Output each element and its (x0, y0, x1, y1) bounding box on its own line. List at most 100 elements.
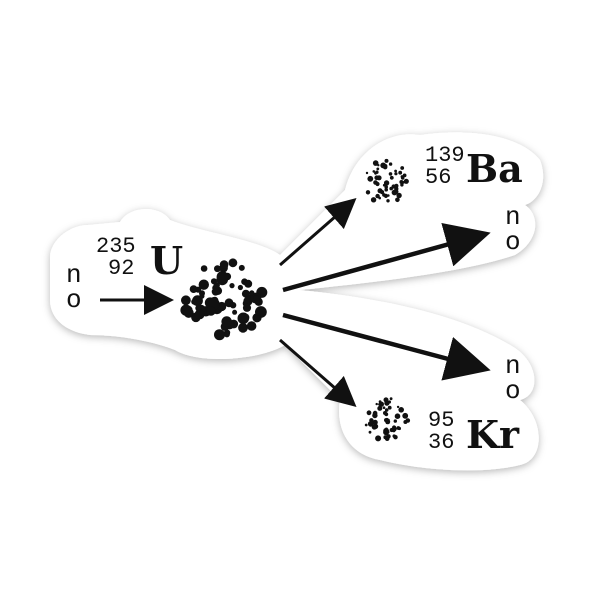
outgoing-neutron-1-o: o (505, 227, 521, 257)
nucleon-dot (400, 166, 405, 170)
nucleon-dot (372, 412, 378, 419)
nucleon-dot (394, 188, 397, 192)
nucleon-dot (370, 197, 377, 203)
nucleon-dot (241, 289, 250, 298)
nucleon-dot (194, 309, 205, 320)
nucleon-dot (393, 419, 397, 423)
nucleon-dot (384, 187, 389, 192)
nucleon-dot (255, 306, 267, 318)
nucleon-dot (382, 193, 386, 197)
nucleon-dot (398, 170, 403, 175)
nucleon-dot (387, 405, 392, 410)
nucleon-dot (383, 429, 389, 436)
nucleon-dot (232, 309, 238, 315)
nucleon-dot (214, 329, 225, 341)
nucleon-dot (378, 196, 382, 200)
outgoing-neutron-2-n: n (505, 351, 521, 381)
outgoing-neutron-1-n: n (505, 202, 521, 232)
nucleon-dot (365, 171, 369, 175)
nucleon-dot (229, 283, 235, 289)
nucleon-dot (384, 185, 389, 189)
nucleon-dot (241, 313, 250, 322)
nucleon-dot (389, 427, 394, 433)
nucleon-dot (216, 271, 229, 283)
nucleon-dot (221, 316, 232, 327)
nucleon-dot (249, 290, 255, 296)
barium-atomic-number: 56 (425, 165, 452, 190)
nucleon-dot (405, 418, 411, 423)
nucleon-dot (387, 194, 390, 197)
incoming-neutron-o: o (66, 285, 82, 315)
nucleon-dot (377, 164, 380, 167)
barium-nucleus (365, 158, 409, 203)
nucleon-dot (396, 192, 402, 199)
nucleon-dot (253, 295, 260, 302)
nucleon-dot (244, 279, 253, 288)
nucleon-dot (371, 424, 377, 430)
nucleon-dot (394, 172, 398, 176)
arrow-to-barium (279, 198, 357, 267)
nucleon-dot (368, 430, 372, 434)
krypton-nucleus (364, 397, 411, 442)
nucleon-dot (254, 315, 262, 322)
arrow-to-neutron-2 (282, 312, 491, 381)
nucleon-dot (366, 410, 372, 416)
nucleon-dot (389, 175, 394, 180)
nucleon-dot (400, 183, 404, 187)
uranium-atomic-number: 92 (108, 256, 135, 281)
nucleon-dot (238, 322, 248, 333)
nucleon-dot (403, 178, 409, 184)
nucleon-dot (383, 163, 388, 169)
nucleon-dot (389, 397, 393, 401)
nucleon-dot (383, 180, 390, 186)
barium-symbol: Ba (466, 146, 523, 191)
nucleon-dot (365, 190, 371, 195)
nucleon-dot (229, 302, 237, 309)
nucleon-dot (388, 162, 393, 166)
nucleon-dot (364, 423, 368, 427)
nucleon-dot (369, 420, 374, 425)
barium-mass-number: 139 (425, 143, 465, 168)
nucleon-dot (243, 296, 253, 306)
nucleon-dot (213, 282, 220, 289)
uranium-symbol: U (150, 238, 184, 283)
arrow-to-neutron-1 (282, 222, 491, 293)
nucleon-dot (398, 407, 405, 413)
nucleon-dot (394, 169, 397, 173)
outgoing-neutron-2-o: o (505, 376, 521, 406)
nucleon-dot (219, 260, 229, 269)
nucleon-dot (386, 434, 391, 439)
nucleon-dot (372, 170, 376, 173)
nucleon-dot (223, 331, 230, 338)
nucleon-dot (211, 287, 220, 296)
nucleon-dot (189, 285, 198, 293)
nucleon-dot (404, 414, 408, 418)
nucleon-dot (200, 265, 208, 272)
uranium-mass-number: 235 (96, 234, 136, 259)
nucleon-dot (242, 303, 252, 312)
nucleon-dot (375, 435, 382, 442)
nucleon-dot (375, 170, 379, 174)
nucleon-dot (374, 175, 380, 180)
nucleon-dot (372, 160, 379, 166)
sticker-border (50, 132, 544, 471)
krypton-atomic-number: 36 (428, 430, 455, 455)
nucleon-dot (375, 181, 380, 187)
nucleon-dot (380, 190, 385, 195)
nucleon-dot (246, 321, 257, 331)
nucleon-dot (372, 419, 378, 425)
krypton-symbol: Kr (466, 412, 520, 457)
krypton-mass-number: 95 (428, 408, 455, 433)
nucleon-dot (367, 175, 374, 182)
nucleon-dot (383, 397, 389, 403)
nucleon-dot (388, 172, 393, 176)
nucleon-dot (384, 408, 389, 412)
arrow-to-krypton (279, 338, 357, 407)
nucleon-dot (402, 173, 407, 178)
nucleon-dot (198, 279, 209, 290)
nucleon-dot (386, 199, 390, 203)
reaction-arrows (100, 198, 491, 407)
sticker-outline (50, 132, 544, 471)
